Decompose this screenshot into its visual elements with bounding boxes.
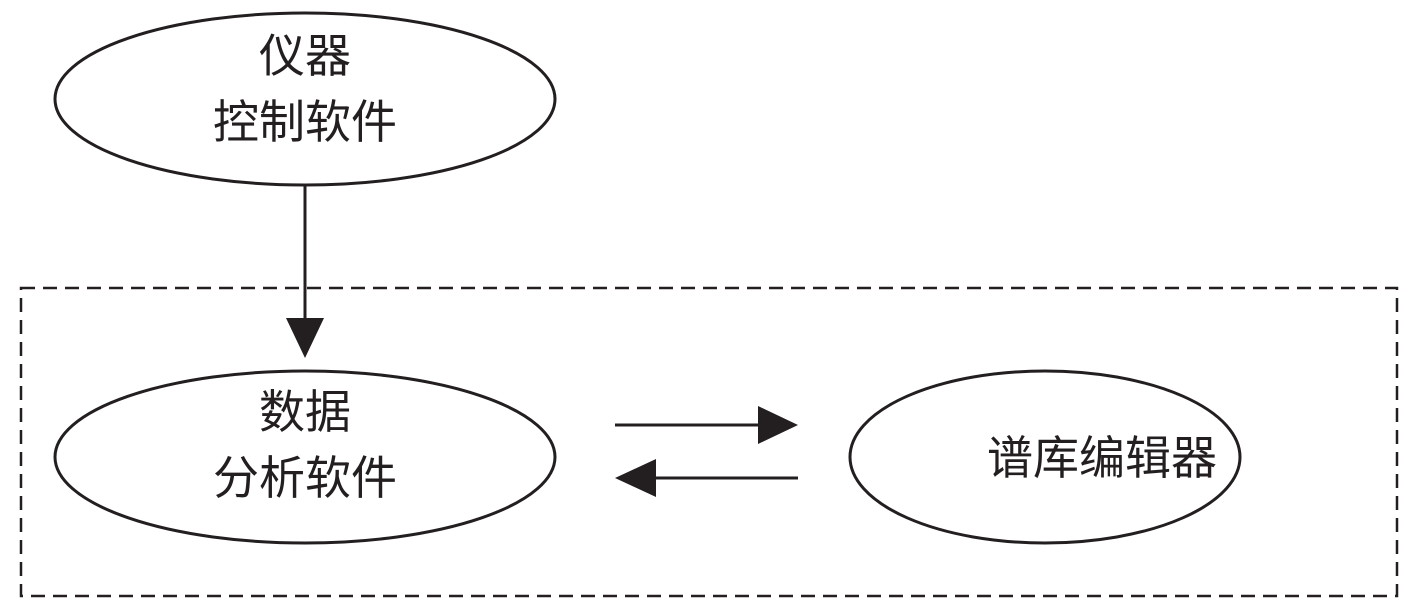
arrow-analysis-to-library bbox=[615, 406, 798, 444]
node-instrument-control: 仪器 控制软件 bbox=[53, 11, 557, 187]
node-instrument-line1: 仪器 bbox=[259, 29, 351, 83]
node-instrument-line2: 控制软件 bbox=[213, 95, 397, 149]
software-group-dashed-box bbox=[19, 286, 1399, 598]
arrow-library-to-analysis bbox=[615, 459, 798, 497]
node-library-label: 谱库编辑器 bbox=[987, 431, 1217, 485]
arrow-instrument-to-analysis bbox=[286, 185, 324, 358]
node-analysis-line1: 数据 bbox=[259, 385, 351, 439]
node-analysis-line2: 分析软件 bbox=[213, 451, 397, 505]
node-data-analysis: 数据 分析软件 bbox=[53, 369, 557, 545]
node-library-editor: 谱库编辑器 bbox=[848, 369, 1242, 545]
